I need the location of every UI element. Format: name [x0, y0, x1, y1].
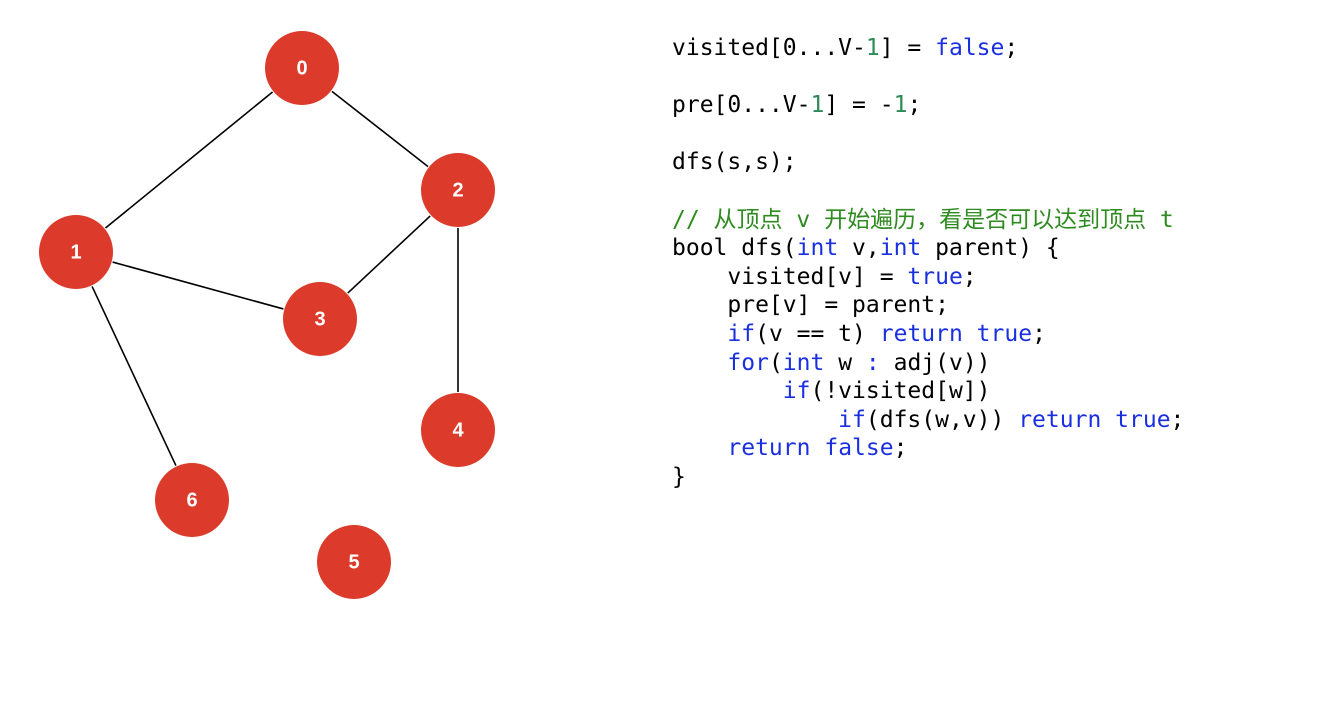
edge-0-2 [331, 90, 429, 168]
node-circle [421, 153, 495, 227]
node-label: 4 [452, 419, 464, 441]
code-block: visited[0...V-1] = false;pre[0...V-1] = … [672, 34, 1184, 492]
code-line: bool dfs(int v,int parent) { [672, 234, 1184, 263]
code-line: visited[v] = true; [672, 263, 1184, 292]
code-token: false [935, 35, 1005, 61]
code-line: visited[0...V-1] = false; [672, 34, 1184, 63]
code-token: // 从顶点 v 开始遍历，看是否可以达到顶点 t [672, 206, 1174, 233]
code-line: return false; [672, 434, 1184, 463]
code-token [672, 321, 727, 347]
code-token: ; [893, 435, 908, 462]
graph-nodes: 0 1 2 3 4 5 6 [39, 31, 495, 599]
code-token [672, 435, 727, 461]
code-line: // 从顶点 v 开始遍历，看是否可以达到顶点 t [672, 206, 1184, 235]
code-token: if [838, 406, 866, 433]
node-circle [155, 463, 229, 537]
code-token: w [824, 349, 866, 376]
node-circle [317, 525, 391, 599]
node-circle [421, 393, 495, 467]
code-line: } [672, 463, 1184, 492]
code-token: true [907, 263, 963, 290]
node-label: 0 [296, 57, 307, 79]
code-token: pre[v] = parent; [672, 292, 949, 319]
node-label: 5 [348, 551, 359, 573]
code-token: ; [1032, 320, 1046, 347]
node-circle [39, 215, 113, 289]
code-token: if [727, 320, 756, 347]
code-token [963, 321, 977, 347]
code-token: : [865, 349, 880, 376]
code-token [672, 407, 838, 433]
code-token: (dfs(w,v)) [865, 406, 1019, 433]
code-token: return [727, 435, 811, 462]
code-token: return [1018, 406, 1102, 433]
code-token [1101, 407, 1115, 433]
node-label: 3 [314, 308, 325, 330]
node-circle [283, 282, 357, 356]
node-4: 4 [421, 393, 495, 467]
code-token: ] = [879, 35, 936, 61]
code-token: int [796, 235, 839, 262]
code-token: (!visited[w]) [810, 378, 991, 405]
code-token: int [879, 235, 922, 262]
code-line: pre[0...V-1] = -1; [672, 91, 1184, 120]
code-token: if [782, 378, 811, 405]
code-line [672, 63, 1184, 92]
code-token: dfs(s,s); [672, 149, 797, 176]
code-token: 1 [810, 92, 825, 119]
code-token: visited[v] = [672, 263, 908, 290]
node-label: 6 [186, 489, 197, 511]
node-6: 6 [155, 463, 229, 537]
code-token: ( [768, 349, 783, 376]
code-token: adj(v)) [879, 349, 991, 376]
code-token: true [1115, 406, 1171, 433]
code-line [672, 177, 1184, 206]
code-token: return [879, 320, 963, 347]
code-token: parent) { [921, 235, 1060, 262]
code-token: bool dfs( [672, 235, 797, 262]
code-line: if(dfs(w,v)) return true; [672, 406, 1184, 435]
node-3: 3 [283, 282, 357, 356]
node-5: 5 [317, 525, 391, 599]
code-token: ] = - [824, 92, 894, 119]
code-token: ; [1170, 406, 1185, 433]
edge-1-3 [112, 261, 284, 310]
code-token: for [727, 349, 769, 376]
code-line: pre[v] = parent; [672, 291, 1184, 320]
graph-diagram: 0 1 2 3 4 5 6 [39, 31, 495, 599]
code-token [810, 435, 824, 461]
code-line: for(int w : adj(v)) [672, 349, 1184, 378]
code-line: if(!visited[w]) [672, 377, 1184, 406]
code-line: if(v == t) return true; [672, 320, 1184, 349]
code-token: true [976, 320, 1033, 347]
node-2: 2 [421, 153, 495, 227]
edge-2-3 [347, 215, 431, 294]
code-token [672, 350, 727, 376]
code-token [672, 378, 783, 404]
code-token: ; [1004, 35, 1019, 61]
code-token: pre[0...V- [672, 92, 811, 119]
code-token: false [824, 435, 894, 462]
node-0: 0 [265, 31, 339, 105]
code-token: } [672, 463, 686, 490]
graph-edges [91, 90, 459, 466]
code-line [672, 120, 1184, 149]
code-token: 1 [865, 35, 880, 61]
code-token: visited[0...V- [672, 35, 866, 61]
code-token: 1 [893, 92, 908, 119]
code-token: (v == t) [755, 320, 880, 347]
code-line: dfs(s,s); [672, 148, 1184, 177]
node-label: 1 [70, 241, 81, 263]
code-token: ; [907, 92, 922, 119]
code-token: ; [962, 263, 977, 290]
node-label: 2 [452, 179, 463, 201]
node-1: 1 [39, 215, 113, 289]
node-circle [265, 31, 339, 105]
code-token: int [782, 349, 825, 376]
edge-1-6 [91, 286, 177, 466]
code-token: v, [838, 235, 880, 262]
edge-0-1 [104, 91, 274, 229]
